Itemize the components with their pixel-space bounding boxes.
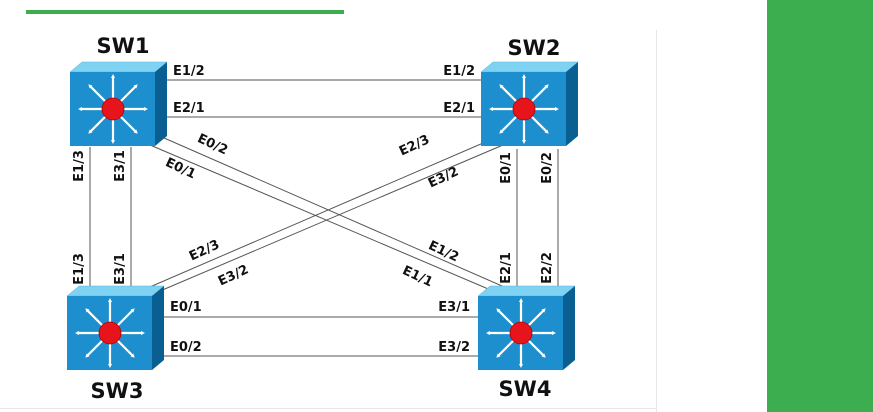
port-label: E3/1 (438, 300, 470, 315)
switch-name-sw2: SW2 (508, 36, 561, 60)
port-label: E0/2 (540, 152, 555, 184)
port-label: E0/1 (170, 300, 202, 315)
port-label: E1/2 (173, 64, 205, 79)
port-label: E3/1 (113, 253, 128, 285)
port-label: E1/1 (400, 263, 435, 290)
port-label: E1/2 (443, 64, 475, 79)
switch-sw4 (477, 285, 576, 370)
network-topology-diagram: SW1 SW2 SW3 SW4 E1/2 E1/2 E2/1 E2/1 E1/3… (66, 34, 579, 403)
port-label: E1/3 (72, 150, 87, 182)
switch-sw2 (480, 61, 579, 146)
green-side-panel (767, 0, 873, 412)
content-border-right (656, 30, 657, 412)
port-label: E1/2 (426, 238, 461, 265)
switch-name-sw3: SW3 (91, 379, 144, 403)
layer3-switch-icon (69, 61, 168, 146)
port-label: E1/3 (72, 253, 87, 285)
layer3-switch-icon (480, 61, 579, 146)
port-label: E2/3 (187, 237, 222, 264)
content-border-bottom (0, 408, 656, 409)
port-label: E3/2 (438, 340, 470, 355)
switch-sw1 (69, 61, 168, 146)
port-label: E2/1 (173, 101, 205, 116)
top-accent-bar (26, 10, 344, 14)
switch-name-sw4: SW4 (499, 377, 552, 401)
switch-sw3 (66, 285, 165, 370)
port-label: E3/2 (426, 164, 461, 191)
port-label: E3/2 (216, 262, 251, 289)
port-label: E2/3 (397, 132, 432, 159)
links-layer (89, 79, 559, 357)
layer3-switch-icon (477, 285, 576, 370)
port-label: E2/1 (499, 252, 514, 284)
port-label: E3/1 (113, 150, 128, 182)
switch-name-sw1: SW1 (97, 34, 150, 58)
port-label: E0/1 (163, 155, 198, 182)
port-label: E0/2 (170, 340, 202, 355)
port-label: E2/2 (540, 252, 555, 284)
link-sw1-sw4-a (154, 133, 519, 294)
link-sw1-sw4-b (149, 144, 501, 295)
link-sw2-sw3-b (145, 144, 504, 298)
layer3-switch-icon (66, 285, 165, 370)
port-label: E0/1 (499, 152, 514, 184)
link-sw2-sw3-a (128, 136, 498, 297)
port-label: E2/1 (443, 101, 475, 116)
